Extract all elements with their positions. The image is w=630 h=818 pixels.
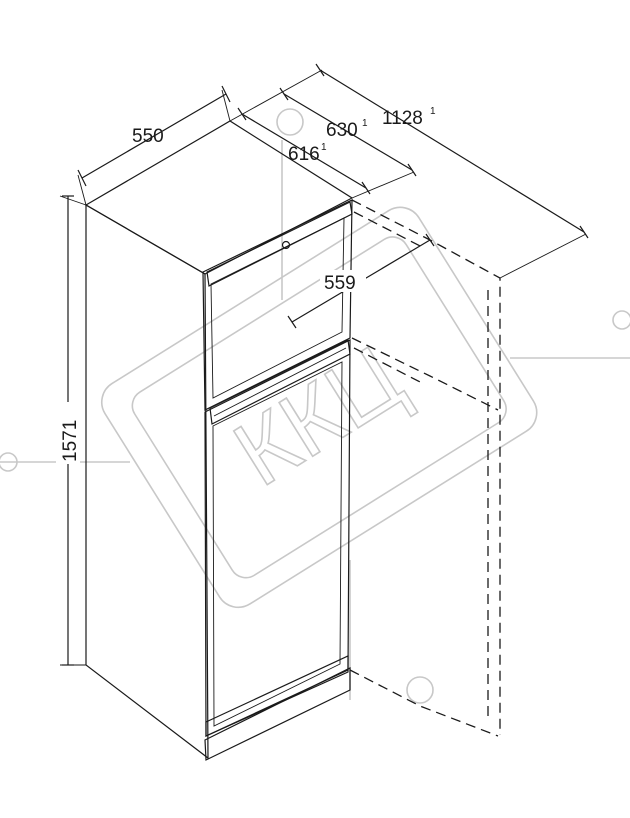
dimension-depths: 616 1 630 1 1128 1 — [229, 63, 589, 279]
height-value: 1571 — [60, 420, 81, 462]
open-door-outline — [349, 199, 501, 737]
watermark-frame-inner — [131, 236, 507, 579]
dimension-inner-width: 559 — [287, 233, 435, 329]
control-knob — [281, 240, 291, 250]
inner-width-value: 559 — [324, 273, 356, 294]
fridge-door-inner — [212, 361, 343, 727]
fridge-side — [85, 203, 209, 760]
watermark: ККЦ — [0, 108, 630, 704]
depth-body-value: 616 — [288, 144, 320, 165]
fridge-door — [204, 339, 351, 737]
svg-text:1: 1 — [362, 118, 368, 129]
dimension-height: 1571 — [56, 195, 87, 666]
width-value: 550 — [132, 126, 164, 147]
fridge-plinth — [204, 667, 351, 761]
dimension-width: 550 — [77, 85, 231, 206]
fridge-handle — [209, 339, 351, 425]
freezer-handle — [206, 201, 353, 287]
freezer-door — [202, 199, 353, 411]
svg-text:1: 1 — [321, 142, 327, 153]
svg-text:1: 1 — [430, 106, 436, 117]
watermark-frame-outer — [100, 206, 538, 609]
depth-total-value: 630 — [326, 120, 358, 141]
depth-open-value: 1128 — [382, 108, 423, 129]
